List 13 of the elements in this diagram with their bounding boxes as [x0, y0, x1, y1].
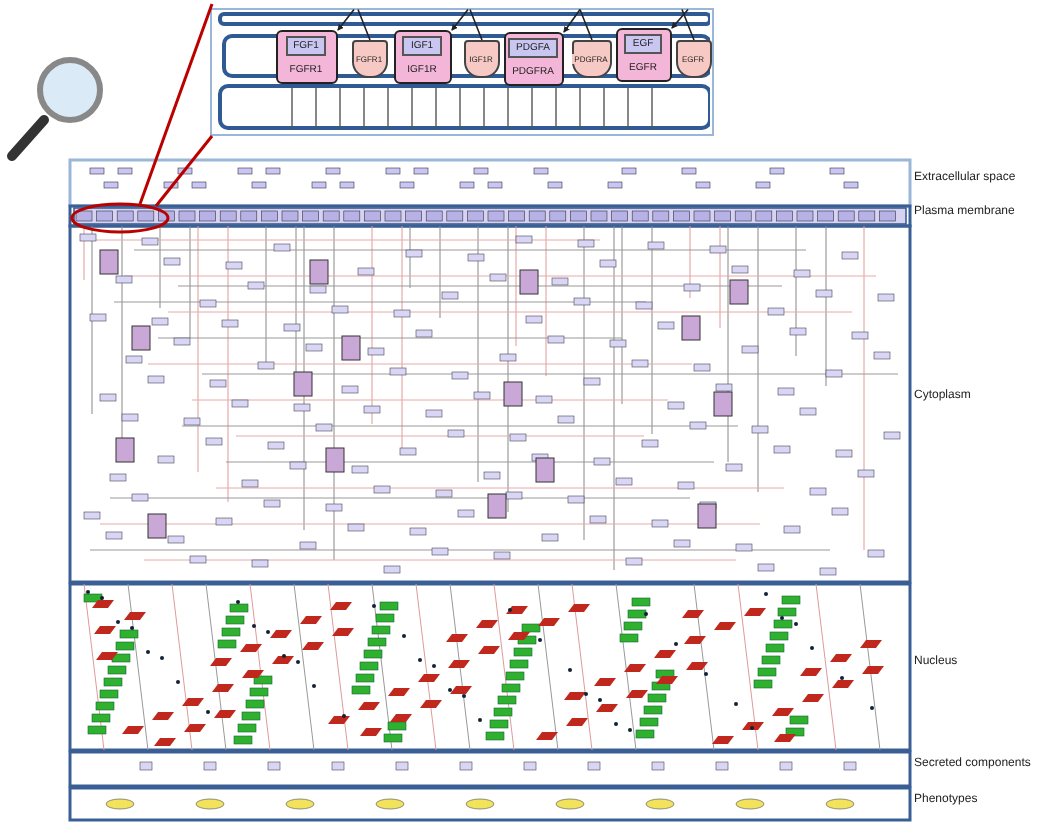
inset-panel — [210, 8, 714, 136]
receptor-shape — [351, 39, 387, 77]
arrow — [563, 8, 581, 33]
protein-complex — [615, 27, 671, 81]
protein-complex — [503, 31, 563, 85]
protein-complex — [275, 29, 337, 83]
receptor-shape — [571, 39, 611, 77]
receptor-shape — [463, 39, 499, 77]
protein-complex — [393, 29, 451, 83]
arrow — [337, 8, 355, 31]
receptor-shape — [675, 39, 711, 77]
arrow — [451, 8, 469, 31]
arrow — [671, 8, 689, 29]
